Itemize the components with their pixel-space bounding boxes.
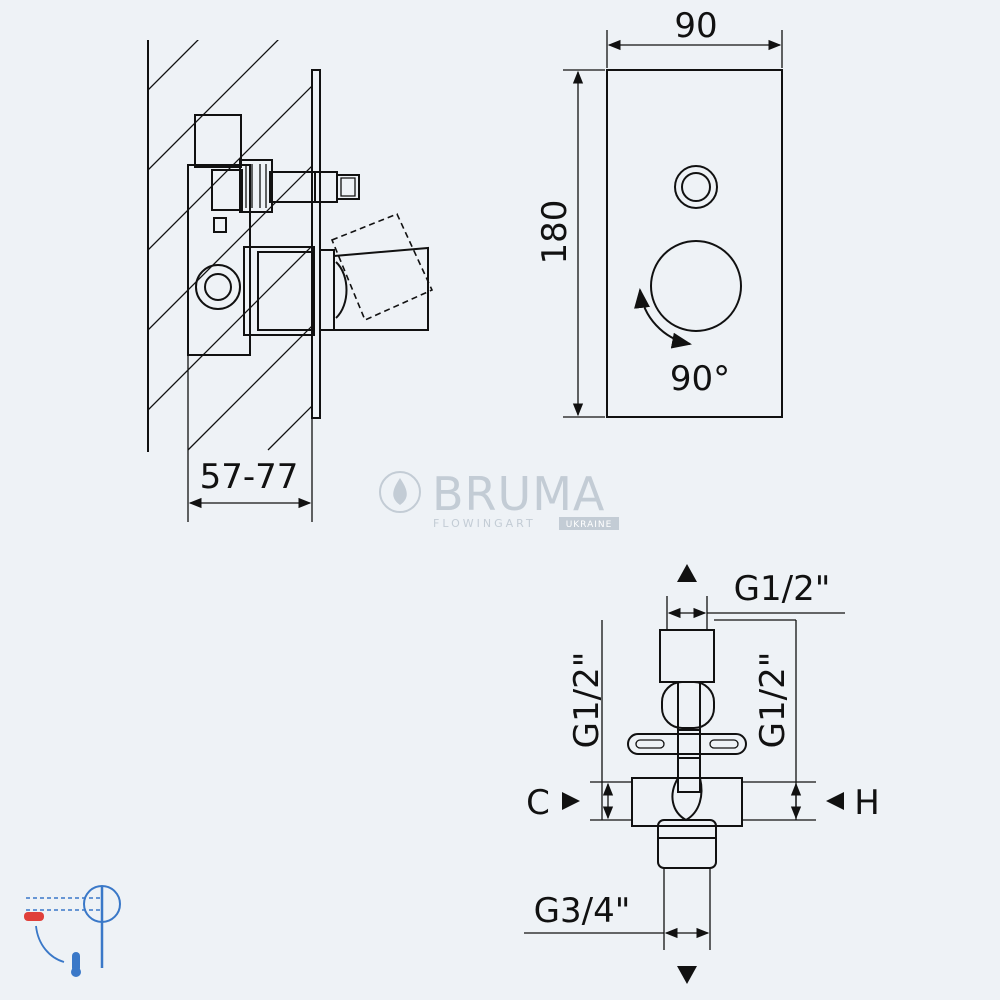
water-drop-icon [379,471,421,513]
thermometer-icon [72,952,80,972]
wall-plate [311,69,321,419]
bottom-thread-label: G3/4" [534,891,631,931]
hot-inlet-arrow [826,792,844,810]
hot-inlet-label: H [854,783,880,823]
valve-body-side [187,114,434,356]
depth-label: 57-77 [200,457,299,497]
left-thread-label: G1/2" [567,652,607,749]
temperature-lever-icon [24,885,121,977]
side-view: 57-77 [147,40,434,522]
cold-inlet-label: C [526,783,550,823]
brand-name: BRUMA [432,467,605,521]
outlet-down-arrow [677,966,697,984]
height-dimension: 180 [535,69,605,418]
width-label: 90 [674,6,717,46]
right-thread-label: G1/2" [753,652,793,749]
brand-watermark: BRUMA FLOWINGART UKRAINE [379,467,619,530]
mixer-knob [650,240,742,332]
diverter-button [674,165,718,209]
cover-plate [606,69,783,418]
wall-hatching [148,40,313,451]
depth-dimension: 57-77 [187,355,313,522]
rotation-label: 90° [670,359,730,399]
width-dimension: 90 [606,6,783,68]
height-label: 180 [535,200,575,265]
brand-region: UKRAINE [566,520,613,530]
top-thread-label: G1/2" [734,569,831,609]
rotation-arrow [634,288,692,349]
cold-inlet-arrow [562,792,580,810]
valve-body-front: G1/2" G1/2" G1/2" C H G3/4" [524,564,880,984]
brand-tagline: FLOWINGART [433,517,536,530]
hot-indicator [24,912,44,921]
outlet-up-arrow [677,564,697,582]
front-view: 90° 90 180 [535,6,783,418]
